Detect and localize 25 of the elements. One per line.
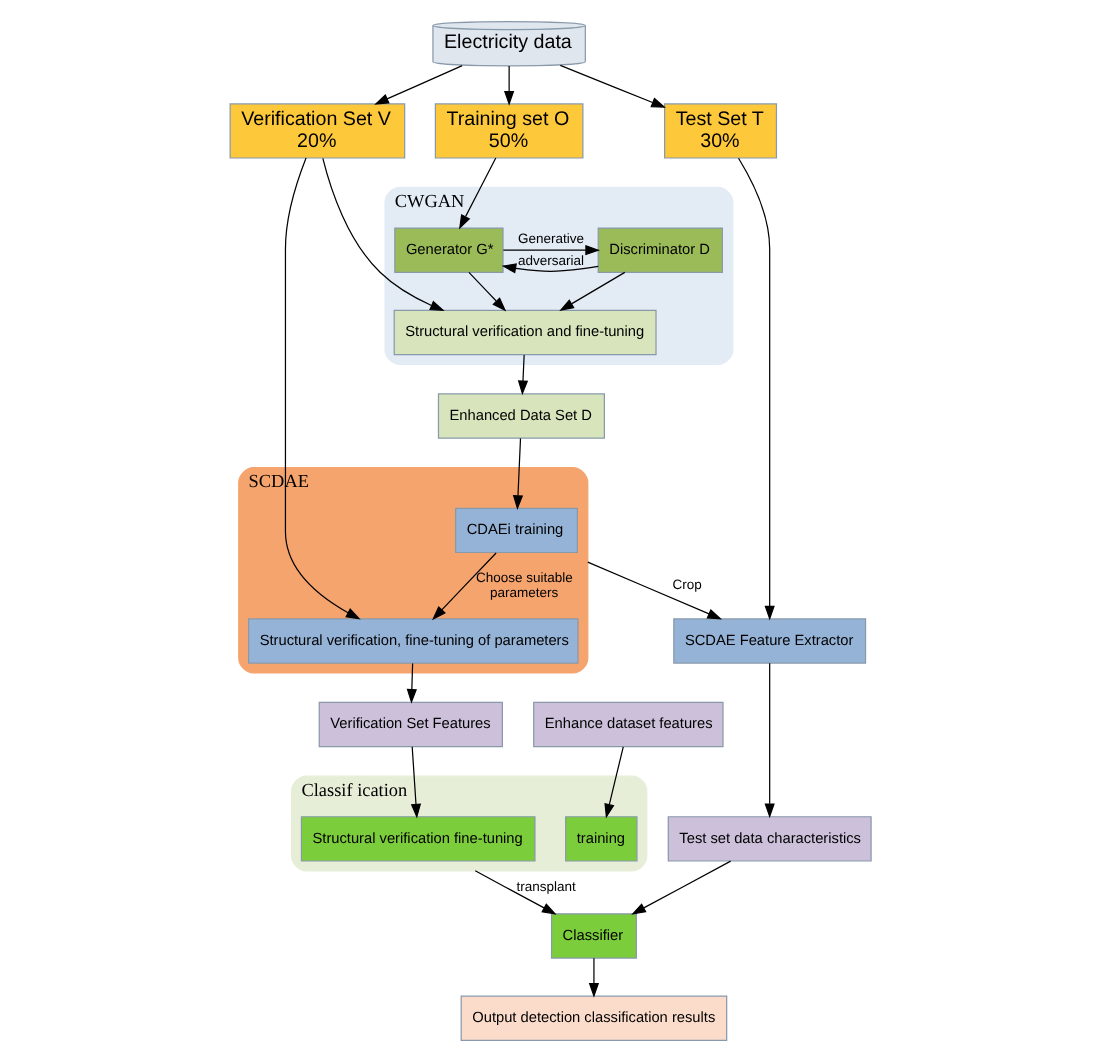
arrow <box>559 271 626 312</box>
arrow <box>588 957 600 998</box>
arrow <box>374 65 463 105</box>
arrow <box>406 662 417 704</box>
node-box: Verification Set V 20% <box>229 103 406 159</box>
arrow <box>587 561 723 620</box>
arrow <box>284 157 361 620</box>
arrow <box>512 437 524 511</box>
arrow <box>474 870 557 915</box>
arrow <box>517 354 529 396</box>
arrow <box>458 157 497 230</box>
arrow <box>468 271 507 312</box>
node-box: Training set O 50% <box>434 103 584 159</box>
arrow <box>631 860 732 915</box>
arrow <box>502 245 601 256</box>
arrow <box>604 746 624 819</box>
arrow <box>503 65 515 106</box>
arrow <box>432 552 497 621</box>
arrow <box>322 157 445 312</box>
arrow <box>410 746 422 819</box>
arrow <box>559 64 666 108</box>
arrow <box>764 662 775 819</box>
arrow <box>737 157 775 621</box>
node-box: Test Set T 30% <box>664 103 778 159</box>
arrow <box>501 263 599 274</box>
